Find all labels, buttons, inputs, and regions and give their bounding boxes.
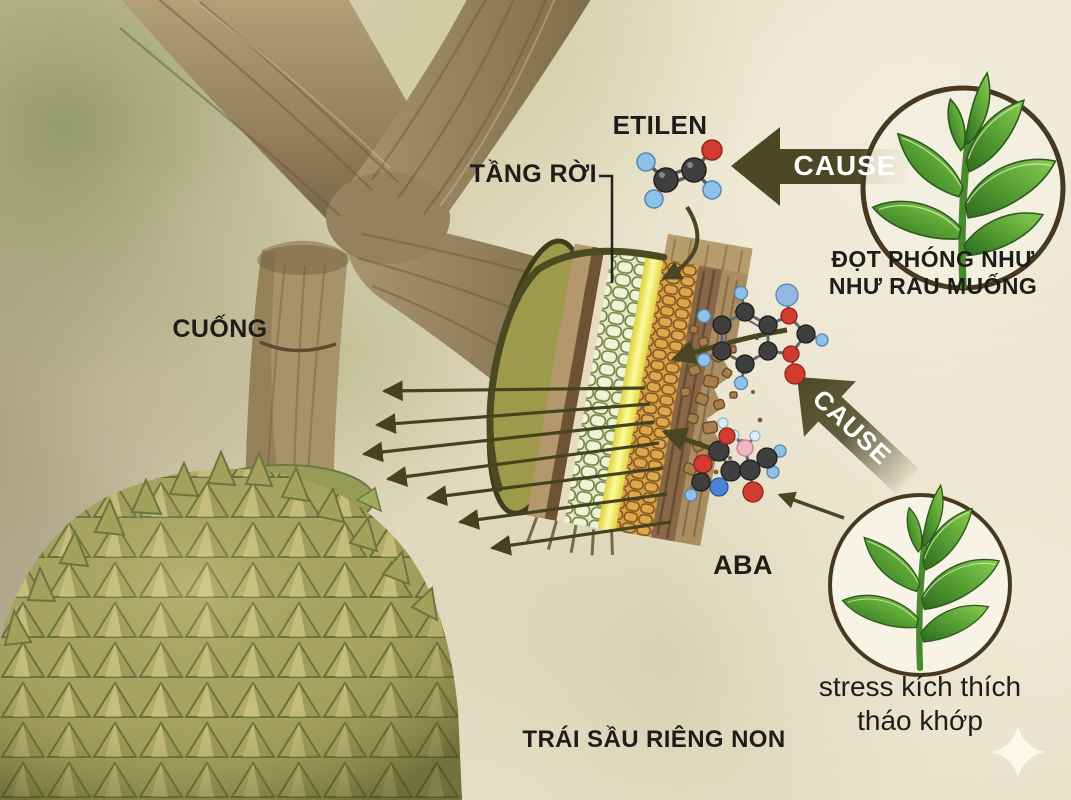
label-stress: stress kích thích tháo khớp bbox=[795, 670, 1045, 738]
radiating-arrows bbox=[361, 380, 672, 556]
cause-arrow-diagonal bbox=[797, 377, 920, 494]
aromatic-molecule-icon bbox=[696, 283, 829, 391]
shoot-circle-bottom bbox=[828, 485, 1012, 677]
sparkle-icon bbox=[991, 726, 1045, 778]
label-shoot-flush-line2: NHƯ RAU MUỐNG bbox=[828, 273, 1038, 300]
ethylene-to-layer-arrow bbox=[661, 205, 700, 280]
label-stalk: CUỐNG bbox=[172, 315, 268, 343]
label-shoot-flush: ĐỌT PHÓNG NHƯ NHƯ RAU MUỐNG bbox=[820, 246, 1046, 300]
label-shoot-flush-line1: ĐỌT PHÓNG NHƯ bbox=[831, 246, 1035, 272]
stress-to-aba-arrow bbox=[777, 491, 845, 520]
cause-arrow-horizontal bbox=[731, 127, 908, 206]
aba-molecule-icon bbox=[684, 417, 787, 503]
label-stress-line1: stress kích thích bbox=[818, 671, 1022, 702]
ethylene-molecule-icon bbox=[636, 139, 723, 209]
label-abscission-layer: TẦNG RỜI bbox=[469, 160, 597, 188]
label-ethylene: ETILEN bbox=[612, 110, 708, 140]
durian-silhouette-thorns bbox=[3, 449, 439, 647]
fruit-stalk bbox=[246, 240, 349, 500]
label-cause-horizontal: CAUSE bbox=[793, 150, 897, 181]
glow-band bbox=[597, 256, 664, 532]
shoot-circle-top bbox=[860, 73, 1066, 291]
label-stress-line2: tháo khớp bbox=[857, 705, 983, 737]
label-aba: ABA bbox=[713, 550, 773, 580]
durian-fruit bbox=[0, 449, 462, 800]
abscission-layer-pointer bbox=[599, 174, 614, 283]
label-young-fruit: TRÁI SẦU RIÊNG NON bbox=[522, 726, 786, 753]
